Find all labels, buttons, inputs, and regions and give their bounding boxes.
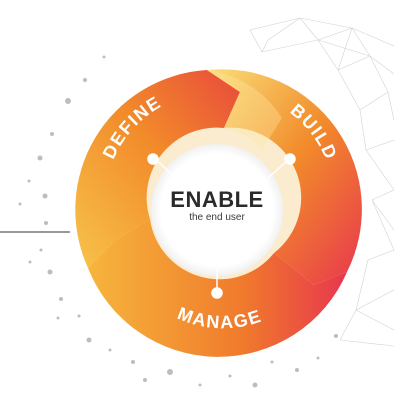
center-connectors xyxy=(147,153,296,299)
segment-build[interactable] xyxy=(207,69,362,285)
dot-pattern-decoration xyxy=(18,55,338,388)
center-subtitle: the end user xyxy=(189,212,245,223)
center-disc xyxy=(151,144,283,276)
mesh-network-decoration xyxy=(249,17,394,347)
build-node-icon xyxy=(284,153,296,165)
manage-node-icon xyxy=(211,287,223,299)
segment-define[interactable] xyxy=(75,70,240,268)
segment-highlight xyxy=(207,70,282,150)
center-title: ENABLE xyxy=(170,187,264,212)
define-node-icon xyxy=(147,153,159,165)
